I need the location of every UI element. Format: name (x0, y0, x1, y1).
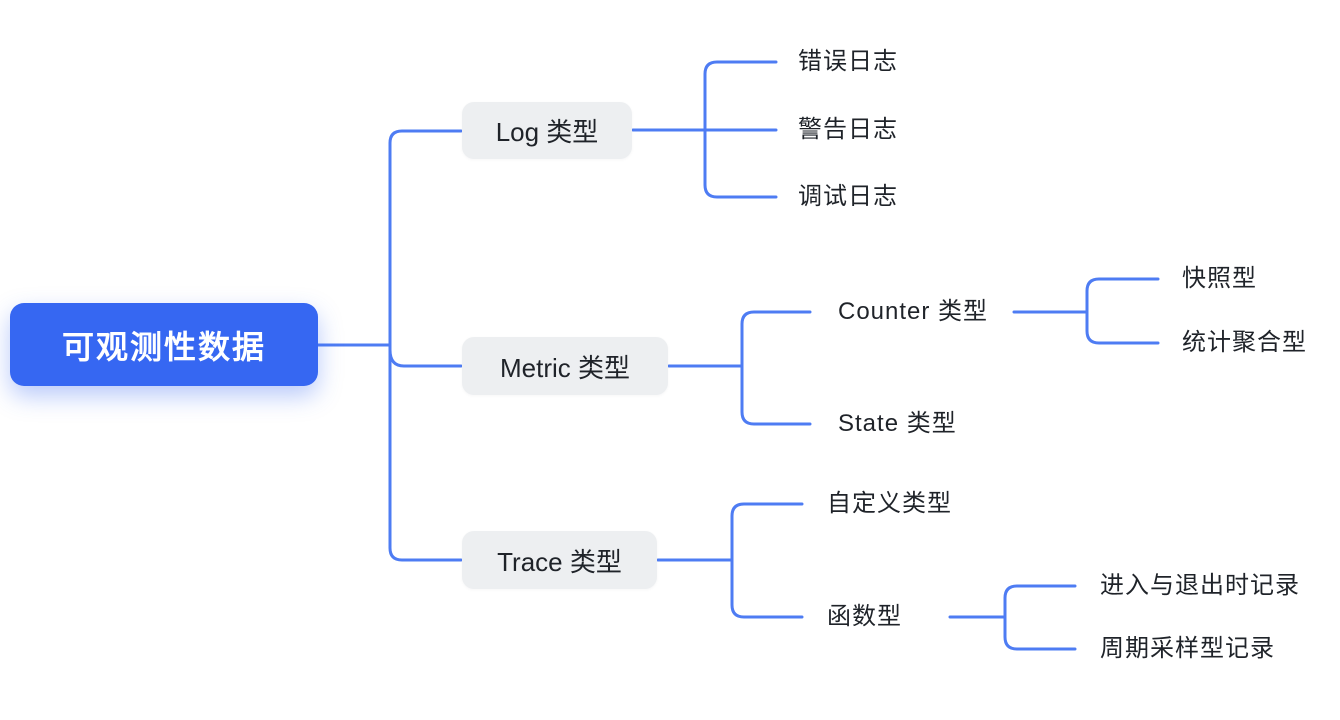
leaf-state-type[interactable]: State 类型 (838, 410, 957, 437)
leaf-enter-exit-record[interactable]: 进入与退出时记录 (1100, 572, 1300, 599)
edge-func-bracket (1003, 584, 1077, 651)
node-log-type[interactable]: Log 类型 (462, 102, 632, 159)
leaf-periodic-sampling-record[interactable]: 周期采样型记录 (1100, 635, 1275, 662)
leaf-function-type[interactable]: 函数型 (827, 603, 902, 630)
edge-trunk-log (388, 129, 463, 347)
leaf-custom-type[interactable]: 自定义类型 (827, 490, 952, 517)
leaf-warning-log[interactable]: 警告日志 (798, 116, 898, 143)
leaf-error-log[interactable]: 错误日志 (798, 48, 898, 75)
edge-trace-bracket (730, 502, 804, 619)
leaf-snapshot-type[interactable]: 快照型 (1182, 265, 1257, 292)
leaf-statistical-aggregate-type[interactable]: 统计聚合型 (1182, 329, 1307, 356)
leaf-debug-log[interactable]: 调试日志 (798, 183, 898, 210)
node-trace-type[interactable]: Trace 类型 (462, 531, 657, 589)
node-metric-type[interactable]: Metric 类型 (462, 337, 668, 395)
edge-counter-bracket (1085, 277, 1160, 345)
edge-trunk-trace (388, 343, 463, 562)
edge-trunk-metric (388, 343, 463, 368)
edge-metric-bracket (740, 310, 812, 426)
leaf-counter-type[interactable]: Counter 类型 (838, 298, 989, 325)
node-root[interactable]: 可观测性数据 (10, 303, 318, 386)
